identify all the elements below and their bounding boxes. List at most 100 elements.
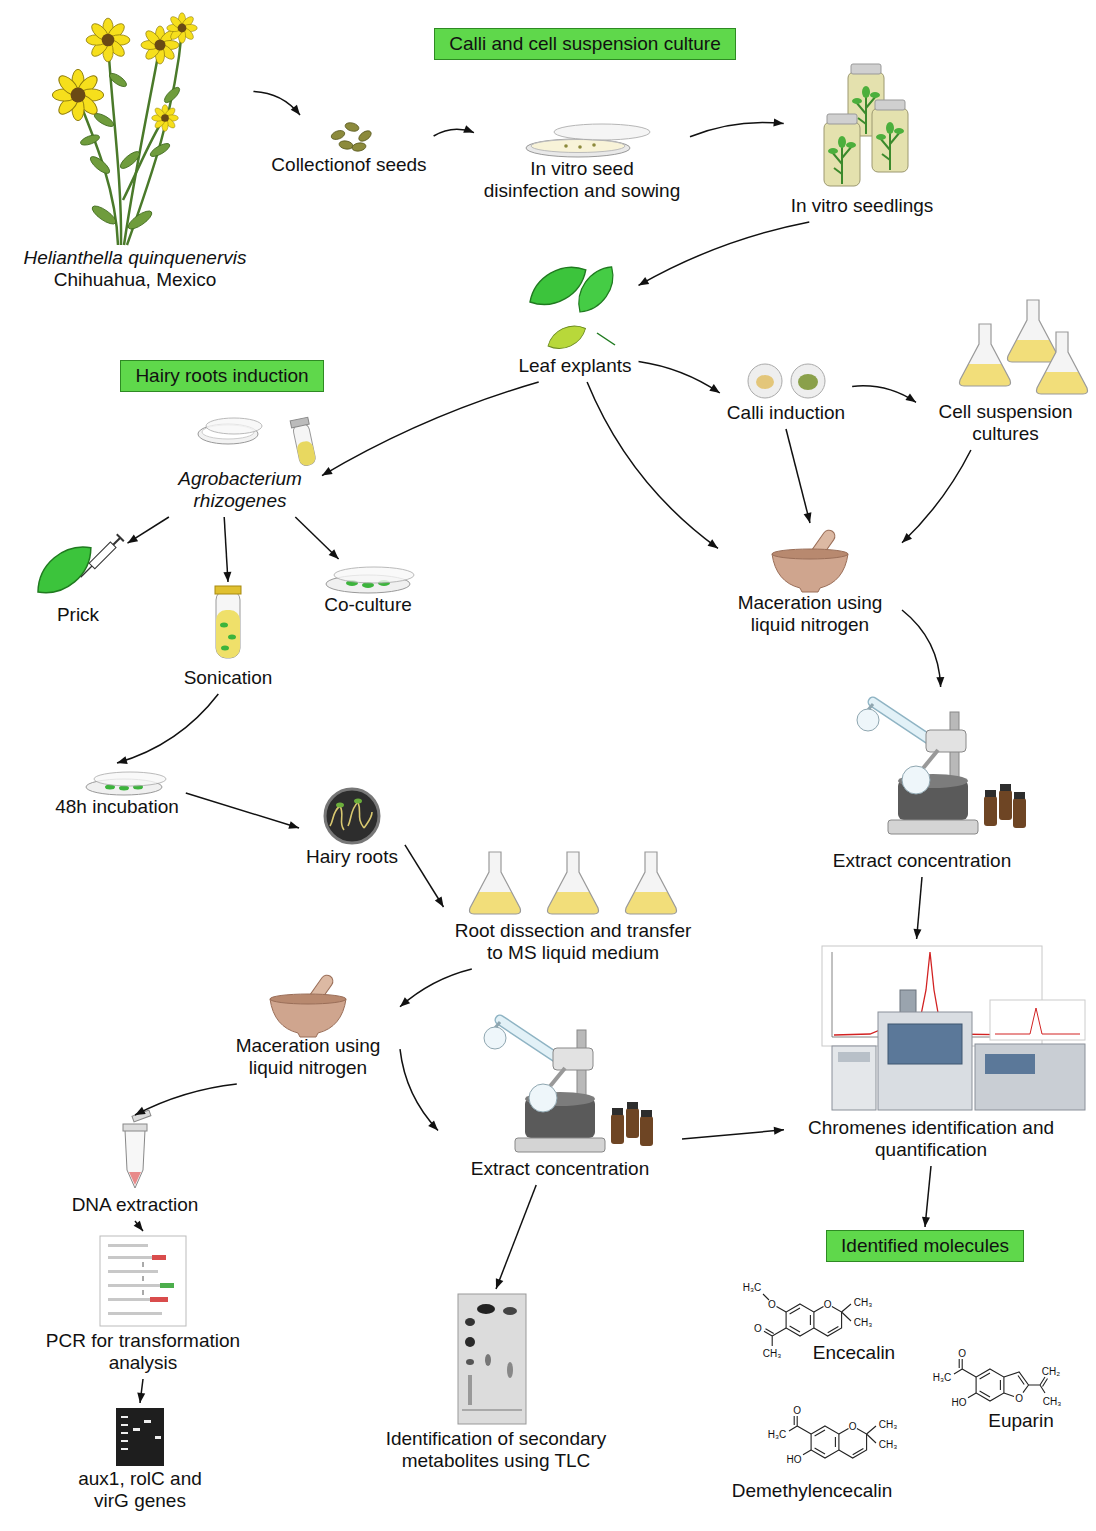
microtube-icon-part	[125, 1130, 145, 1188]
hairy-roots-dish-part-part	[364, 812, 372, 828]
process-step: Sonication	[180, 585, 277, 691]
arrow-line	[587, 382, 718, 548]
pcr-protocol-sheet-part-part	[108, 1312, 162, 1315]
section-title: Identified molecules	[841, 1235, 1009, 1257]
flow-arrow	[400, 1049, 438, 1130]
atom-label: CH₃	[879, 1439, 898, 1450]
step-label: aux1, rolC and virG genes	[65, 1468, 215, 1512]
calli-dishes-part	[791, 364, 825, 398]
process-step: Calli induction	[723, 360, 849, 426]
arrow-head	[936, 677, 944, 687]
arrow-line	[128, 517, 169, 543]
flow-arrow	[434, 125, 474, 136]
plant-illustration-part-part	[162, 85, 182, 105]
encecalin-structure-part	[786, 1304, 814, 1336]
atom-label: O	[793, 1405, 801, 1416]
petri-dish	[526, 124, 650, 157]
plant-illustration-part-part	[148, 141, 171, 159]
process-step: Agrobacterium rhizogenes	[161, 418, 319, 514]
seedling-jars-part	[872, 100, 908, 172]
sonication-tube-part	[228, 635, 236, 640]
arrow-line	[186, 793, 299, 828]
hairy-roots-dish-part-part	[348, 802, 358, 826]
arrow-head	[128, 534, 139, 543]
molecule-name: Demethylencecalin	[732, 1481, 893, 1502]
arrow-line	[405, 845, 444, 907]
arrow-head	[774, 1127, 784, 1135]
arrow-head	[134, 1221, 143, 1231]
section-header-box: Calli and cell suspension culture	[434, 28, 735, 60]
encecalin-structure-part	[790, 1308, 811, 1332]
flow-arrow	[405, 845, 444, 907]
sonication-tube-part	[221, 646, 229, 651]
tlc-plate-part	[458, 1294, 526, 1424]
process-step: In vitro seed disinfection and sowing	[477, 120, 687, 204]
rotary-evaporator	[857, 702, 1026, 834]
molecule-name: Euparin	[988, 1411, 1054, 1432]
agarose-gel-part	[121, 1416, 161, 1450]
sonication-tube	[215, 586, 241, 658]
prick-leaf-syringe-part-part	[81, 566, 92, 577]
gc-ms-instrument-part	[832, 952, 833, 1037]
agarose-gel-part-part	[121, 1416, 128, 1418]
section-title: Calli and cell suspension culture	[449, 33, 720, 55]
arrow-line	[295, 517, 338, 559]
gc-ms-instrument-part	[888, 1024, 962, 1064]
suspension-flasks-part	[1008, 300, 1059, 362]
leaf-explants-part	[570, 260, 622, 320]
petri-dish-part	[564, 144, 568, 148]
arrow-head	[709, 384, 720, 393]
pcr-protocol-sheet-part-part	[108, 1244, 148, 1247]
gc-ms-instrument-part	[838, 1052, 870, 1062]
pcr-protocol-sheet-part	[150, 1297, 168, 1302]
process-step: Helianthella quinquenervisChihuahua, Mex…	[20, 5, 251, 293]
sonication-tube-part	[220, 623, 228, 628]
tlc-plate-part	[466, 1359, 474, 1365]
flow-arrow	[137, 1379, 145, 1403]
pcr-protocol-sheet-part	[160, 1283, 174, 1288]
process-step: PCR for transformation analysis	[24, 1234, 262, 1376]
arrow-head	[708, 539, 718, 548]
tlc-plate-part	[507, 1362, 513, 1378]
prick-leaf-syringe-part-part	[117, 534, 124, 541]
section-header-box: Identified molecules	[826, 1230, 1024, 1262]
step-label: 48h incubation	[55, 796, 179, 818]
arrow-line	[400, 969, 472, 1007]
rotary-evaporator	[484, 1020, 653, 1152]
process-step: Leaf explants	[514, 262, 635, 379]
agarose-gel-part-part	[133, 1428, 140, 1431]
flow-arrow	[902, 610, 944, 687]
atom-label: CH₃	[1043, 1396, 1062, 1407]
step-label: In vitro seed disinfection and sowing	[481, 158, 683, 202]
tlc-plate-part	[462, 1410, 522, 1411]
pcr-protocol-sheet-part-part	[108, 1298, 154, 1301]
flow-arrow	[852, 386, 916, 402]
arrow-line	[639, 222, 810, 285]
flow-arrow	[117, 694, 218, 764]
root-culture-flasks	[470, 852, 677, 914]
arrow-head	[435, 896, 444, 907]
flow-arrow	[587, 382, 718, 548]
sonication-tube-part	[216, 590, 240, 658]
flow-arrow	[682, 1127, 784, 1139]
atom-label: HO	[787, 1454, 802, 1465]
pcr-protocol-sheet	[100, 1236, 186, 1326]
agarose-gel-part-part	[121, 1424, 128, 1426]
atom-label: CH₃	[854, 1297, 873, 1308]
arrow-line	[496, 1185, 536, 1289]
petri-dish-part	[531, 140, 625, 153]
euparin-structure-part	[968, 1393, 976, 1398]
euparin-structure-part	[1029, 1377, 1048, 1393]
petri-dish-part	[554, 124, 650, 140]
atom-label: CH₃	[763, 1348, 782, 1359]
pcr-protocol-sheet-part-part	[108, 1256, 166, 1259]
atom-label: H₃C	[743, 1282, 762, 1293]
hairy-roots-dish-part	[354, 799, 362, 804]
demethylencecalin-structure-part	[803, 1450, 811, 1455]
prick-leaf-syringe-part-part	[89, 542, 116, 569]
root-culture-flasks-part	[470, 852, 521, 914]
microtube-icon-part	[129, 1172, 141, 1185]
seeds-icon-part	[338, 140, 353, 150]
euparin-structure-part	[980, 1373, 1001, 1397]
process-step: Extract concentration	[441, 1010, 679, 1182]
